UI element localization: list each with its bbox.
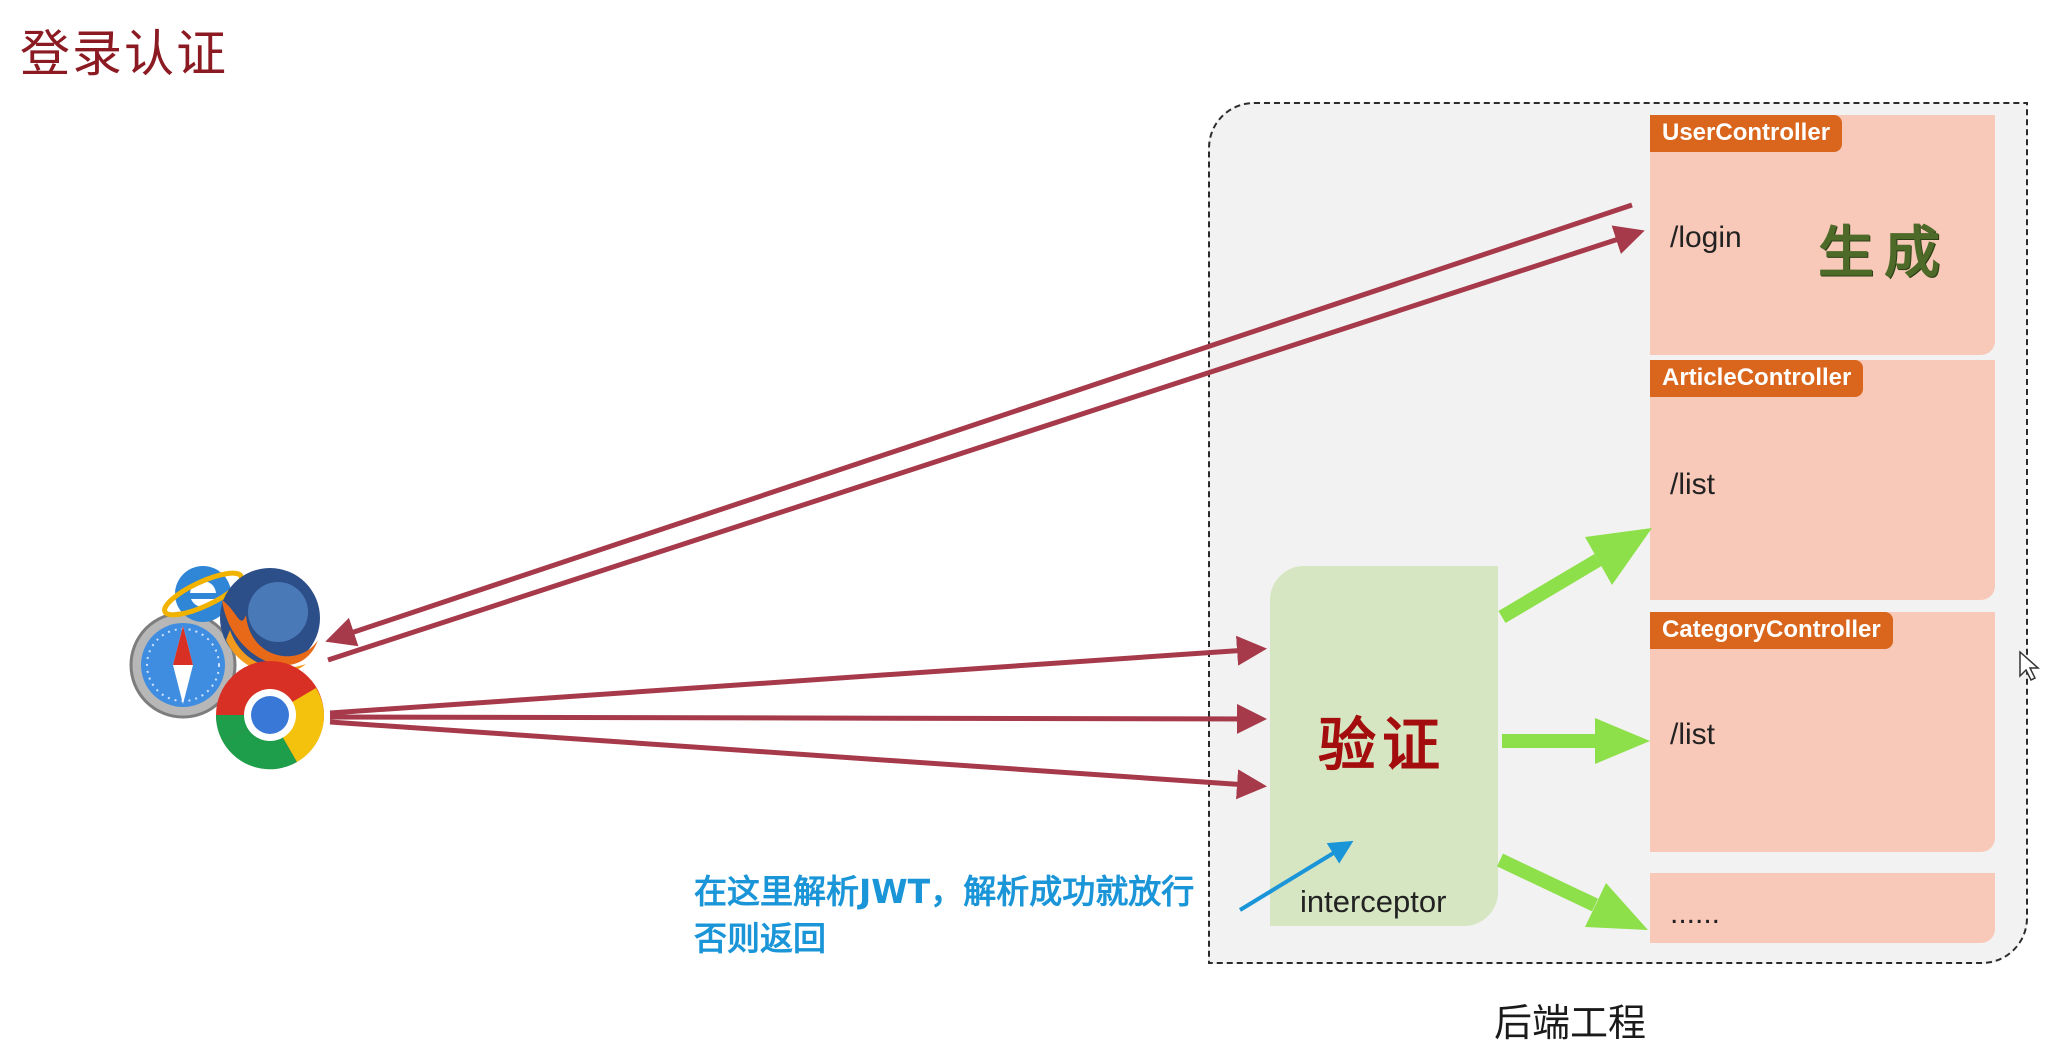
more-controllers-ellipsis: ...... (1670, 897, 1721, 930)
ie-icon (162, 566, 244, 622)
category-list-endpoint: /list (1670, 718, 1715, 751)
article-controller-tag: ArticleController (1650, 360, 1864, 397)
pass-arrow-article (1498, 528, 1652, 624)
browser-icons (129, 566, 325, 770)
user-controller-tag: UserController (1650, 115, 1843, 152)
pass-arrow-category (1502, 718, 1650, 764)
request-arrow-login (327, 225, 1645, 663)
note-arrow (1238, 840, 1354, 912)
page-title: 登录认证 (20, 25, 228, 83)
mouse-cursor-icon (2019, 650, 2040, 682)
chrome-icon (215, 661, 325, 770)
request-arrow-1 (329, 635, 1267, 716)
user-controller-box: UserController /login (1650, 115, 1995, 355)
backend-project-label: 后端工程 (1493, 1001, 1646, 1045)
jwt-note-line1: 在这里解析JWT，解析成功就放行 (694, 872, 1195, 911)
jwt-note: 在这里解析JWT，解析成功就放行 否则返回 (694, 868, 1194, 962)
firefox-icon (220, 568, 320, 674)
interceptor-box (1270, 566, 1498, 926)
category-controller-tag: CategoryController (1650, 612, 1893, 649)
safari-icon (129, 611, 237, 719)
request-arrow-2 (329, 703, 1267, 734)
interceptor-label: interceptor (1300, 884, 1447, 919)
generate-label: 生成 (1818, 220, 1950, 286)
category-controller-box: CategoryController /list (1650, 612, 1995, 852)
request-arrow-3 (329, 719, 1267, 800)
response-arrow-login (325, 202, 1633, 647)
article-controller-box: ArticleController /list (1650, 360, 1995, 600)
more-controllers-box: ...... (1650, 873, 1995, 943)
jwt-note-line2: 否则返回 (694, 919, 826, 958)
article-list-endpoint: /list (1670, 468, 1715, 501)
pass-arrow-more (1497, 853, 1648, 930)
verify-label: 验证 (1318, 711, 1447, 779)
login-endpoint: /login (1670, 221, 1742, 254)
